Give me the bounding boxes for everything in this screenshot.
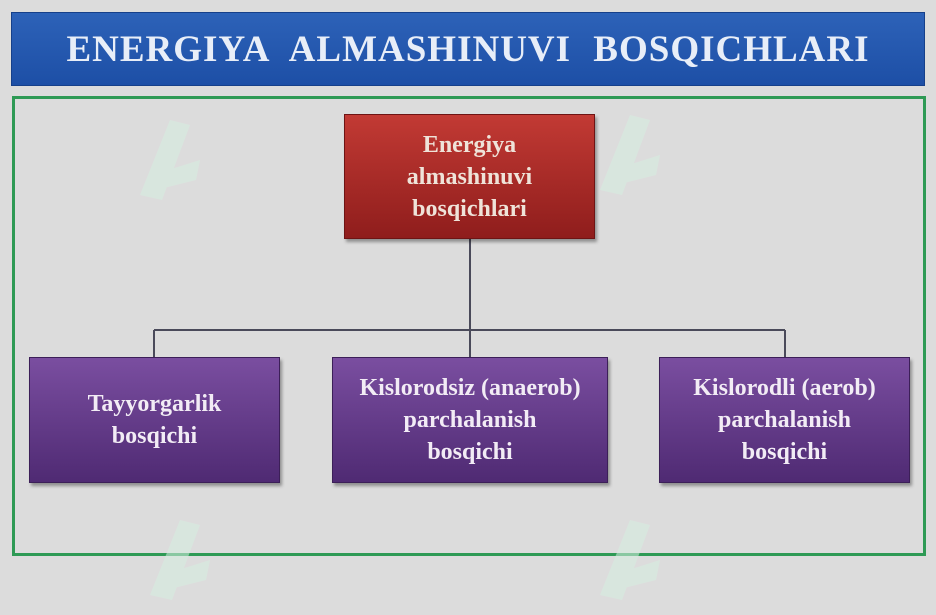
child-node-label: Kislorodli (aerob) parchalanish bosqichi bbox=[693, 375, 876, 465]
watermark-logo-icon bbox=[590, 95, 664, 205]
diagram-frame bbox=[12, 96, 926, 556]
child-node-preparatory: Tayyorgarlik bosqichi bbox=[29, 357, 280, 483]
connector-lines bbox=[153, 239, 786, 357]
child-node-anaerobic: Kislorodsiz (anaerob) parchalanish bosqi… bbox=[332, 357, 608, 483]
page-title: ENERGIYA ALMASHINUVI BOSQICHLARI bbox=[66, 28, 870, 70]
child-node-label: Kislorodsiz (anaerob) parchalanish bosqi… bbox=[359, 375, 581, 465]
child-node-aerobic: Kislorodli (aerob) parchalanish bosqichi bbox=[659, 357, 910, 483]
root-node-label: Energiya almashinuvi bosqichlari bbox=[406, 131, 533, 222]
title-banner: ENERGIYA ALMASHINUVI BOSQICHLARI bbox=[11, 12, 925, 86]
child-node-label: Tayyorgarlik bosqichi bbox=[87, 391, 222, 449]
root-node: Energiya almashinuvi bosqichlari bbox=[344, 114, 595, 239]
watermark-logo-icon bbox=[130, 100, 204, 210]
